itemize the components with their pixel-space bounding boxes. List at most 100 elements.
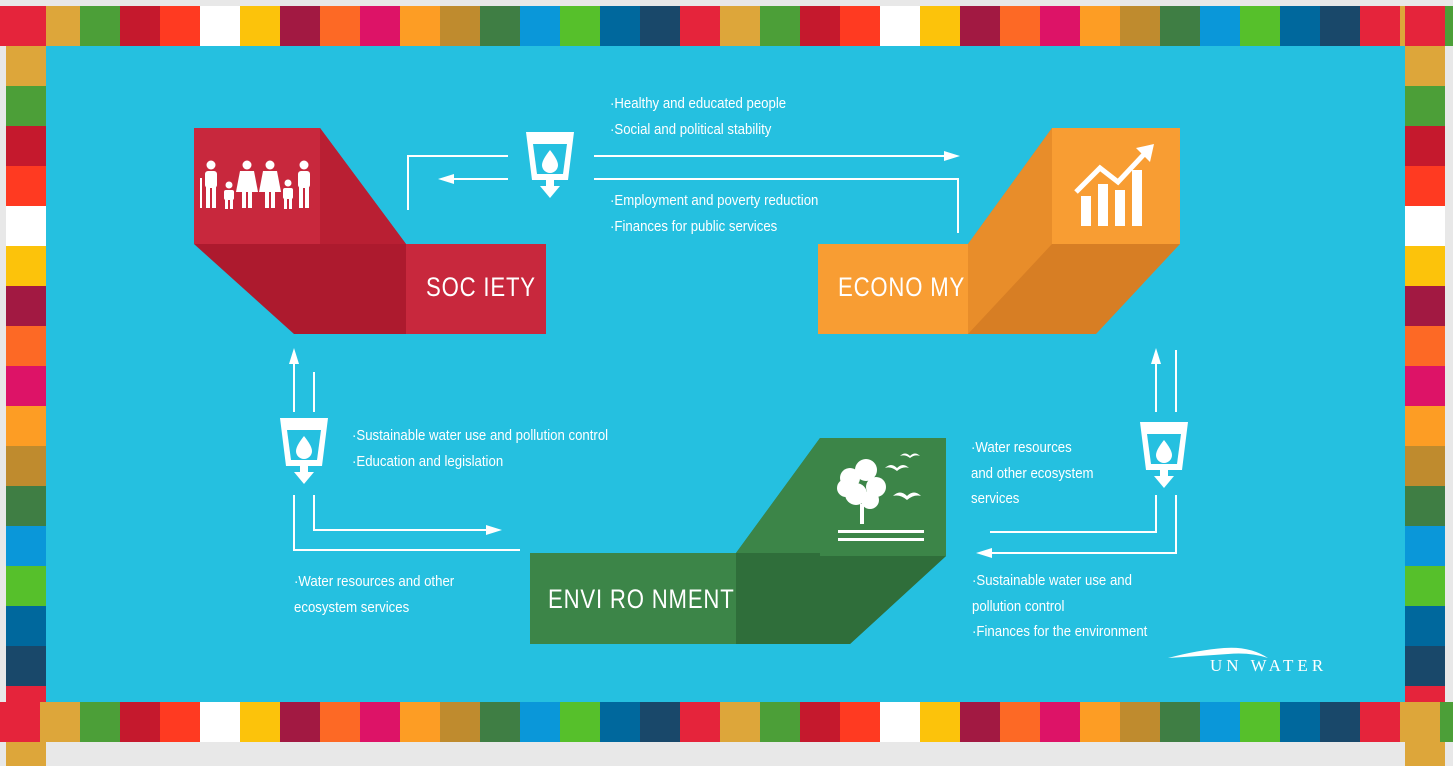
sdg-color-square (480, 702, 520, 742)
sdg-color-square (440, 6, 480, 46)
un-water-logo-text: UN WATER (1210, 656, 1328, 675)
sdg-color-square (400, 702, 440, 742)
water-glass-icon-left (280, 418, 328, 484)
sdg-color-square (1405, 326, 1445, 366)
sdg-color-square (920, 702, 960, 742)
sdg-color-square (1405, 166, 1445, 206)
sdg-color-border-bottom (0, 702, 1453, 742)
flow-arrows (293, 155, 1177, 554)
sdg-color-square (6, 406, 46, 446)
family-icon (200, 160, 310, 209)
sdg-color-square (1320, 6, 1360, 46)
sdg-color-square (6, 6, 46, 46)
sdg-color-square (6, 366, 46, 406)
sdg-color-square (120, 6, 160, 46)
sdg-color-square (1200, 6, 1240, 46)
sdg-color-square (840, 702, 880, 742)
sdg-color-border-right (1405, 6, 1445, 766)
sdg-color-square (40, 6, 80, 46)
sdg-color-square (6, 46, 46, 86)
environment-block (530, 438, 946, 644)
diagram-panel (46, 46, 1405, 702)
sdg-color-square (6, 166, 46, 206)
sdg-color-square (1120, 702, 1160, 742)
environment-title: ENVI RO NMENT (548, 584, 735, 614)
sdg-color-square (560, 702, 600, 742)
sdg-color-square (680, 6, 720, 46)
sdg-color-square (1440, 702, 1453, 742)
sdg-color-square (160, 6, 200, 46)
sdg-color-square (1400, 702, 1440, 742)
sdg-color-square (1040, 6, 1080, 46)
sdg-color-square (80, 6, 120, 46)
sdg-color-square (1360, 6, 1400, 46)
sdg-color-square (6, 246, 46, 286)
sdg-color-square (1405, 6, 1445, 46)
sdg-color-square (1120, 6, 1160, 46)
sdg-color-square (240, 702, 280, 742)
sdg-color-square (240, 6, 280, 46)
flow-society-to-economy: ·Healthy and educated people ·Social and… (610, 95, 787, 138)
sdg-color-square (360, 6, 400, 46)
sdg-color-square (1405, 406, 1445, 446)
sdg-color-square (720, 702, 760, 742)
sdg-color-square (1240, 702, 1280, 742)
sdg-color-square (6, 566, 46, 606)
sdg-color-square (1160, 6, 1200, 46)
sdg-color-square (1405, 526, 1445, 566)
flow-economy-to-society: ·Employment and poverty reduction ·Finan… (610, 192, 819, 235)
sdg-color-square (960, 702, 1000, 742)
sdg-color-square (1405, 246, 1445, 286)
sdg-color-square (640, 702, 680, 742)
sdg-color-square (760, 702, 800, 742)
sdg-color-square (160, 702, 200, 742)
sdg-color-square (40, 702, 80, 742)
un-water-logo-swoosh (1168, 647, 1268, 658)
sdg-color-square (800, 702, 840, 742)
sdg-color-square (1360, 702, 1400, 742)
sdg-color-square (1200, 702, 1240, 742)
sdg-color-square (840, 6, 880, 46)
sdg-color-square (640, 6, 680, 46)
sdg-color-square (600, 702, 640, 742)
sdg-color-square (520, 6, 560, 46)
water-cycle-diagram (194, 128, 1268, 658)
sdg-color-square (1000, 702, 1040, 742)
sdg-color-square (1405, 446, 1445, 486)
society-block (194, 128, 546, 334)
flow-society-to-environment: ·Sustainable water use and pollution con… (352, 427, 609, 470)
sdg-color-square (6, 126, 46, 166)
sdg-color-square (1240, 6, 1280, 46)
sdg-color-square (320, 702, 360, 742)
sdg-color-square (600, 6, 640, 46)
sdg-color-square (200, 702, 240, 742)
sdg-color-square (1405, 606, 1445, 646)
sdg-color-square (520, 702, 560, 742)
sdg-color-square (1320, 702, 1360, 742)
sdg-color-square (680, 702, 720, 742)
sdg-color-square (1000, 6, 1040, 46)
sdg-color-square (1080, 6, 1120, 46)
sdg-color-square (920, 6, 960, 46)
arrow-heads (289, 151, 1161, 558)
sdg-color-square (280, 6, 320, 46)
sdg-color-square (6, 486, 46, 526)
sdg-color-square (360, 702, 400, 742)
economy-title: ECONO MY (838, 272, 966, 302)
sdg-color-square (200, 6, 240, 46)
sdg-color-square (6, 646, 46, 686)
water-glass-icon-top (526, 132, 574, 198)
sdg-color-square (6, 526, 46, 566)
sdg-color-border-left (6, 6, 46, 766)
sdg-color-square (6, 206, 46, 246)
sdg-color-square (0, 702, 40, 742)
sdg-color-square (320, 6, 360, 46)
sdg-color-square (440, 702, 480, 742)
sdg-color-square (6, 326, 46, 366)
sdg-color-square (1405, 286, 1445, 326)
sdg-color-square (400, 6, 440, 46)
growth-chart-icon (1074, 144, 1154, 226)
sdg-color-square (1405, 126, 1445, 166)
sdg-color-square (880, 6, 920, 46)
sdg-color-square (1280, 6, 1320, 46)
